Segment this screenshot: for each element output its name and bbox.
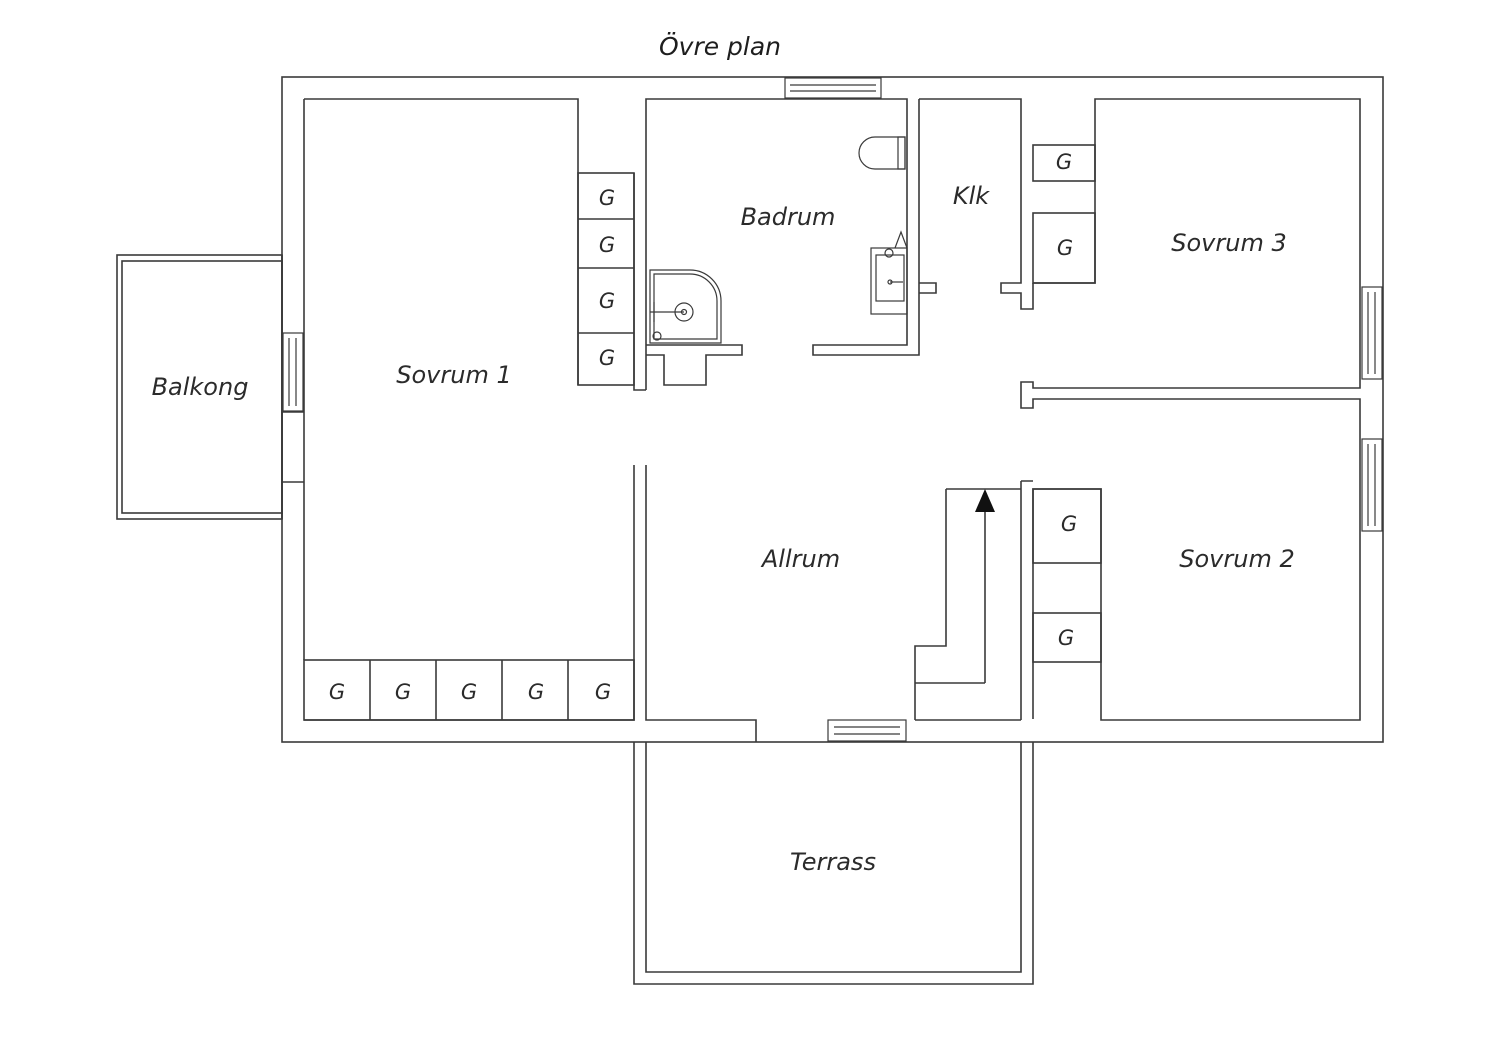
wardrobe-label: G [1058, 626, 1074, 650]
wardrobe-label: G [599, 233, 615, 257]
badrum-room [645, 98, 937, 390]
wardrobe-label: G [595, 680, 611, 704]
wardrobe-label: G [1061, 512, 1077, 536]
allrum-room [645, 465, 1021, 742]
room-label-terrass: Terrass [790, 848, 876, 876]
wardrobe-label: G [1057, 236, 1073, 260]
sovrum-2-room [1020, 480, 1102, 720]
wardrobe-label: G [599, 346, 615, 370]
room-label-balkong: Balkong [152, 373, 249, 401]
wardrobe-label: G [395, 680, 411, 704]
sovrum-1-room [303, 172, 646, 721]
balkong-door [282, 332, 304, 412]
room-label-allrum: Allrum [760, 545, 840, 573]
wardrobe-label: G [599, 186, 615, 210]
room-label-badrum: Badrum [741, 203, 836, 231]
plan-title: Övre plan [659, 32, 781, 61]
staircase [914, 488, 1021, 720]
south-door [827, 719, 907, 742]
room-label-sovrum-1: Sovrum 1 [396, 361, 511, 389]
north-window [784, 77, 882, 99]
room-label-sovrum-2: Sovrum 2 [1179, 545, 1294, 573]
room-label-sovrum-3: Sovrum 3 [1171, 229, 1286, 257]
wardrobe-label: G [528, 680, 544, 704]
west-wall-gap [282, 411, 304, 483]
shower-icon [649, 269, 722, 344]
wardrobe-label: G [461, 680, 477, 704]
east-window-lower [1361, 438, 1383, 532]
wardrobe-label: G [599, 289, 615, 313]
wardrobe-label: G [329, 680, 345, 704]
east-window-upper [1361, 286, 1383, 380]
wardrobe-labels: G G G G G G G G G G G G G [329, 150, 1077, 704]
toilet-icon [858, 136, 906, 170]
wardrobe-label: G [1056, 150, 1072, 174]
room-label-klk: Klk [953, 182, 990, 210]
klk-closet [919, 98, 1034, 310]
sink-icon [870, 230, 908, 315]
stair-arrow-icon [975, 489, 995, 512]
balkong-area [116, 254, 283, 520]
terrass-area [633, 742, 1034, 985]
outer-walls [281, 76, 1384, 743]
